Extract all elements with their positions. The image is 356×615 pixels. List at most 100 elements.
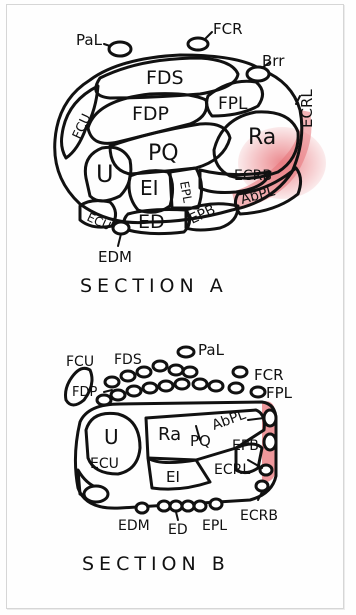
label-ei-a: EI [140,176,159,200]
tendon [181,365,199,379]
label-ed-b: ED [168,522,188,538]
section-a-outline [53,53,304,225]
section-a-diagram: PaL FCR FDS Brr FCU FDP FPL ECRL PQ Ra U… [53,20,326,297]
fcr-tendon-b [231,365,249,379]
ecu-tendon-b [82,484,110,504]
ed-tendon-b [192,499,208,513]
tendon [125,384,143,398]
ecrl-leader-b [247,459,263,469]
label-ra-b: Ra [158,424,181,445]
tendon [227,381,245,395]
label-epl-a: EPL [177,180,195,204]
pq-leader [195,425,201,441]
figure-frame [6,4,344,609]
ed-leader-b [175,511,179,521]
ecrl-leader [295,95,301,105]
epb-muscle [184,202,240,232]
edm-leader [117,233,122,247]
ecrb-muscle [198,168,272,194]
label-fds-a: FDS [146,67,184,89]
pal-tendon-b [176,345,196,359]
label-epl-b: EPL [202,518,227,534]
label-ecu-a: ECU [85,210,113,233]
label-ecrb-a: ECRB [234,168,272,184]
pal-leader [103,43,111,47]
caption-section-b: SECTION B [82,553,230,575]
label-fcr-a: FCR [213,20,243,38]
label-pq-b: PQ [190,432,211,450]
tendon [95,393,113,407]
label-ecu-b: ECU [90,456,119,472]
fcu-muscle-b [64,366,94,407]
ecrb-leader-b [257,491,263,501]
tendon [151,359,169,373]
edm-tendon [111,220,131,236]
tendon [141,381,159,395]
tendon [173,377,191,391]
label-brr-a: Brr [262,52,285,70]
fdp-leader [103,389,113,393]
fdp-muscle [86,92,209,145]
abpl-tendon-b [262,408,278,428]
label-u-a: U [96,160,114,188]
ei-muscle-b [146,456,212,491]
ecrb-tendon-b [254,479,270,493]
label-epb-b: EPB [232,438,259,454]
label-ecrl-a: ECRL [298,89,316,128]
label-ed-a: ED [138,211,165,233]
label-fds-b: FDS [114,352,142,368]
epl-tendon-b [208,497,224,511]
label-abpl-b: AbPL [210,407,248,434]
ed-tendon-b [156,499,172,513]
label-u-b: U [104,425,119,449]
ed-tendon-b [180,499,196,513]
caption-section-a: SECTION A [80,275,228,297]
tendon [167,363,185,377]
ei-muscle [127,169,175,214]
label-fpl-b: FPL [266,384,293,402]
label-edm-a: EDM [98,248,132,266]
label-pq-a: PQ [148,141,179,166]
abpl-leader [247,417,265,421]
tendon [135,365,153,379]
fpl-muscle [205,79,264,118]
tendon [109,388,127,402]
ed-tendon-b [168,499,184,513]
label-fcu-b: FCU [66,354,94,370]
fpl-tendon-b [249,385,267,399]
fcr-tendon [186,36,210,52]
label-ei-b: EI [166,468,180,486]
fcu-muscle [60,84,100,160]
label-epb-a: EPB [187,202,218,228]
label-pal-b: PaL [198,341,225,359]
label-abpl-a: AbPL [239,183,277,207]
brr-leader [261,61,271,69]
epb-tendon-b [262,432,278,452]
pal-tendon [107,40,133,58]
ecrl-tendon-b [258,463,274,477]
section-b-outline [73,400,278,510]
u-bone-b [84,411,142,476]
label-fpl-a: FPL [218,94,248,114]
label-ra-a: Ra [248,125,276,150]
section-b-diagram: FCU FDS PaL FCR FDP FPL U Ra PQ AbPL ECU… [64,341,293,575]
label-fdp-a: FDP [132,103,169,125]
edm-tendon-b [134,501,150,515]
flexor-tendons-b [95,345,267,407]
abpl-highlight-band [232,110,312,210]
ecu-muscle [78,199,117,229]
brr-tendon [245,65,271,83]
fcr-leader [205,31,213,39]
label-ecrl-b: ECRL [214,462,250,478]
label-edm-b: EDM [118,518,150,534]
ecrl-muscle-b [234,442,264,475]
label-ecrb-b: ECRB [240,508,278,524]
label-fdp-b: FDP [72,385,97,400]
tendon [119,369,137,383]
label-fcr-b: FCR [254,366,284,384]
tendon [207,379,225,393]
tendon [157,379,175,393]
tendon [103,375,121,389]
label-pal-a: PaL [76,31,103,49]
